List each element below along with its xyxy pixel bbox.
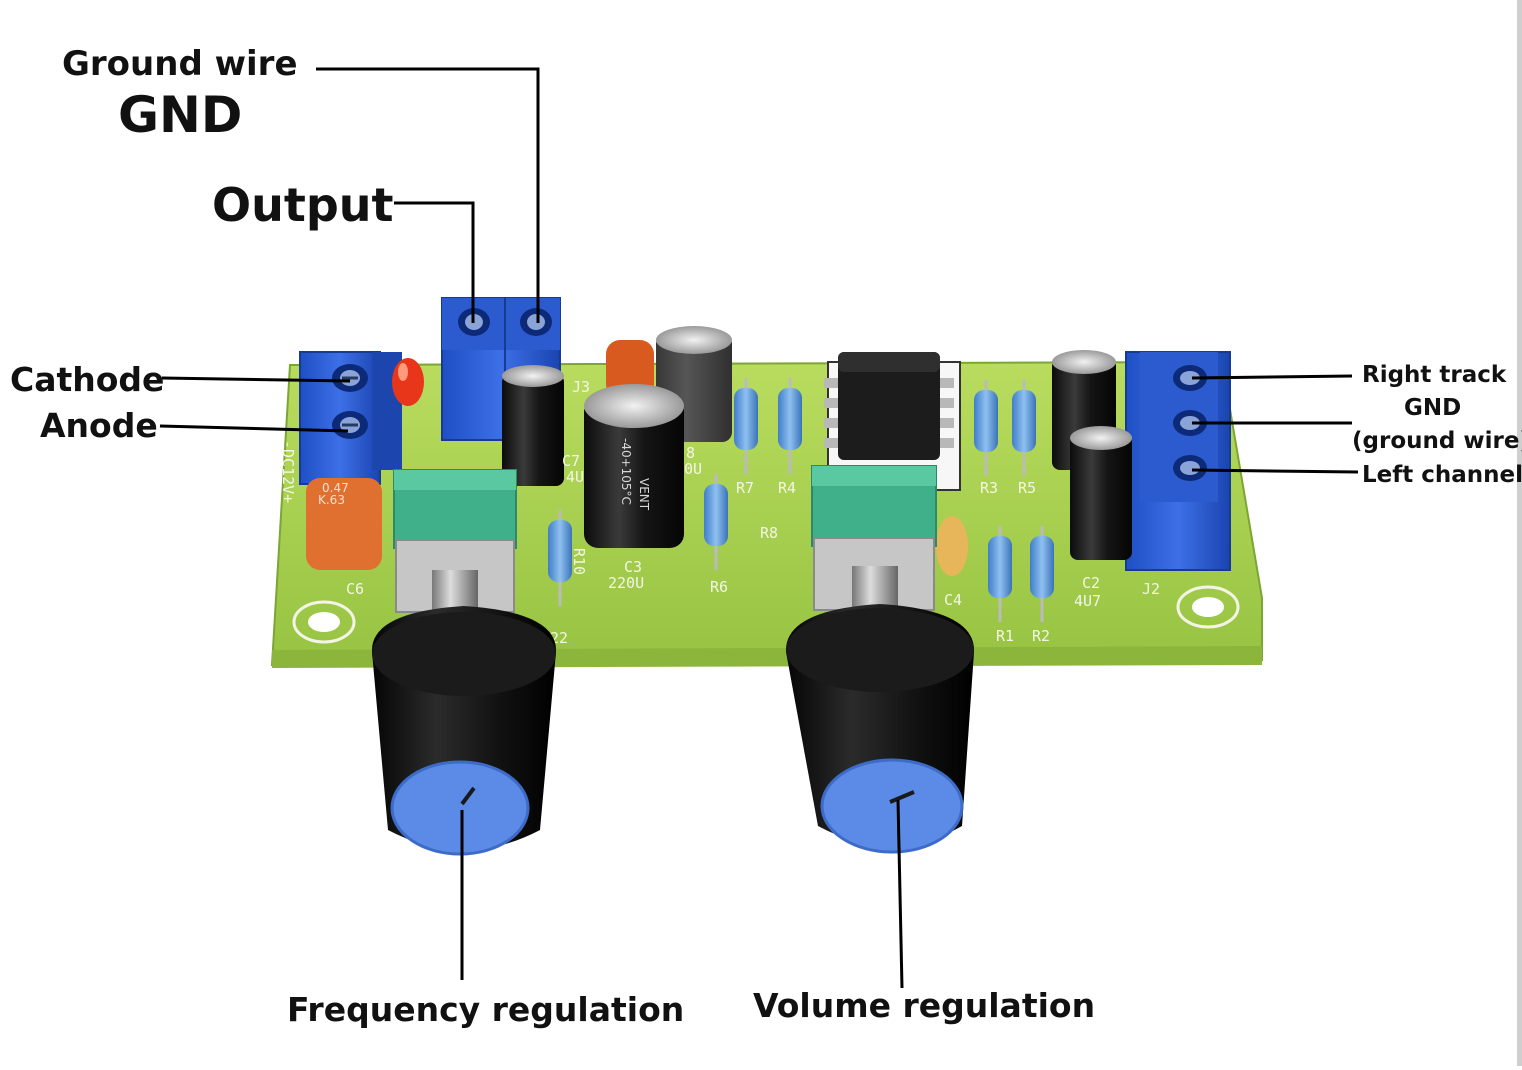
label-right-track: Right track: [1362, 362, 1507, 388]
resistor-r6: [704, 474, 728, 570]
label-gnd-right: GND: [1404, 395, 1462, 421]
volume-knob: [785, 604, 975, 854]
leader-lines: [159, 67, 1359, 989]
silk-c7-val: 4U: [566, 468, 584, 486]
resistor-r4: [778, 378, 802, 474]
leader-volume: [896, 799, 904, 989]
silk-c6: C6: [346, 580, 364, 598]
resistor-r10: [548, 510, 572, 606]
led: [392, 358, 424, 406]
input-terminal-block: [1125, 351, 1231, 571]
label-ground-wire: Ground wire: [62, 44, 298, 84]
silk-r10: R10: [570, 548, 588, 575]
big-cap-marking-1: VENT: [637, 478, 651, 511]
silk-r1: R1: [996, 627, 1014, 645]
silk-c8-val: 8: [686, 444, 695, 462]
silk-c3-val: 220U: [608, 574, 644, 592]
silk-j2: J2: [1142, 580, 1160, 598]
big-cap-marking-2: -40+105°C: [619, 438, 633, 505]
right-edge-strip: [1517, 0, 1522, 1066]
leader-right-track: [1191, 374, 1353, 380]
film-capacitor-c6: 0.47 K.63: [306, 478, 382, 570]
label-volume-regulation: Volume regulation: [753, 986, 1096, 1025]
silk-c4: C4: [944, 591, 962, 609]
mounting-hole-right: [1176, 585, 1240, 629]
resistor-r5: [1012, 380, 1036, 476]
leader-ground-wire: [316, 67, 540, 323]
mounting-hole-left: [292, 600, 356, 644]
capacitor-c2: [1070, 426, 1132, 560]
leader-anode: [159, 424, 349, 433]
silk-r4: R4: [778, 479, 796, 497]
silk-c7: C7: [562, 452, 580, 470]
label-left-channel: Left channel: [1362, 462, 1522, 488]
label-output: Output: [212, 178, 394, 232]
resistor-r2: [1030, 526, 1054, 622]
silk-r7: R7: [736, 479, 754, 497]
silk-c8-val2: 0U: [684, 460, 702, 478]
film-cap-marking-1: 0.47: [322, 481, 349, 495]
silk-j3: J3: [572, 378, 590, 396]
capacitor-c4-small: [936, 516, 968, 576]
resistor-r1: [988, 526, 1012, 622]
label-gnd-top: GND: [118, 86, 243, 144]
silk-dc: -DC12V+: [279, 440, 297, 503]
power-terminal-block: [299, 351, 402, 485]
leader-left-channel: [1191, 468, 1359, 474]
label-anode: Anode: [40, 406, 158, 445]
film-cap-marking-2: K.63: [318, 493, 345, 507]
silk-c2: C2: [1082, 574, 1100, 592]
silk-r8: R8: [760, 524, 778, 542]
label-frequency-regulation: Frequency regulation: [287, 990, 685, 1029]
silk-c2-val: 4U7: [1074, 592, 1101, 610]
silk-r2: R2: [1032, 627, 1050, 645]
silk-r3: R3: [980, 479, 998, 497]
resistors: [548, 378, 1054, 622]
silk-r6: R6: [710, 578, 728, 596]
label-ground-wire-paren: (ground wire): [1352, 428, 1522, 454]
frequency-knob: [371, 606, 557, 856]
silkscreen: C6 C7 4U J3 8 0U C3 220U R10 R6 R7 R4 R8…: [279, 378, 1160, 647]
leader-output: [394, 201, 475, 323]
label-cathode: Cathode: [10, 360, 165, 399]
capacitor-c3: VENT -40+105°C: [584, 384, 684, 548]
resistor-r3: [974, 380, 998, 476]
film-capacitor-small: [606, 340, 654, 398]
silk-c3: C3: [624, 558, 642, 576]
silk-r5: R5: [1018, 479, 1036, 497]
capacitor-c7: [502, 365, 564, 486]
leader-cathode: [161, 376, 351, 383]
resistor-r7: [734, 378, 758, 474]
